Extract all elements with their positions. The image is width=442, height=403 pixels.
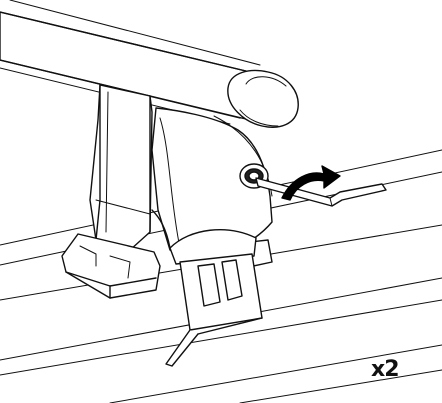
hex-key (255, 177, 387, 207)
crossbar-end-cap (227, 69, 299, 128)
clamp-bracket (165, 229, 263, 367)
roof-foot (89, 84, 153, 251)
quantity-label: x2 (371, 357, 399, 382)
rotate-arrow (281, 165, 341, 201)
